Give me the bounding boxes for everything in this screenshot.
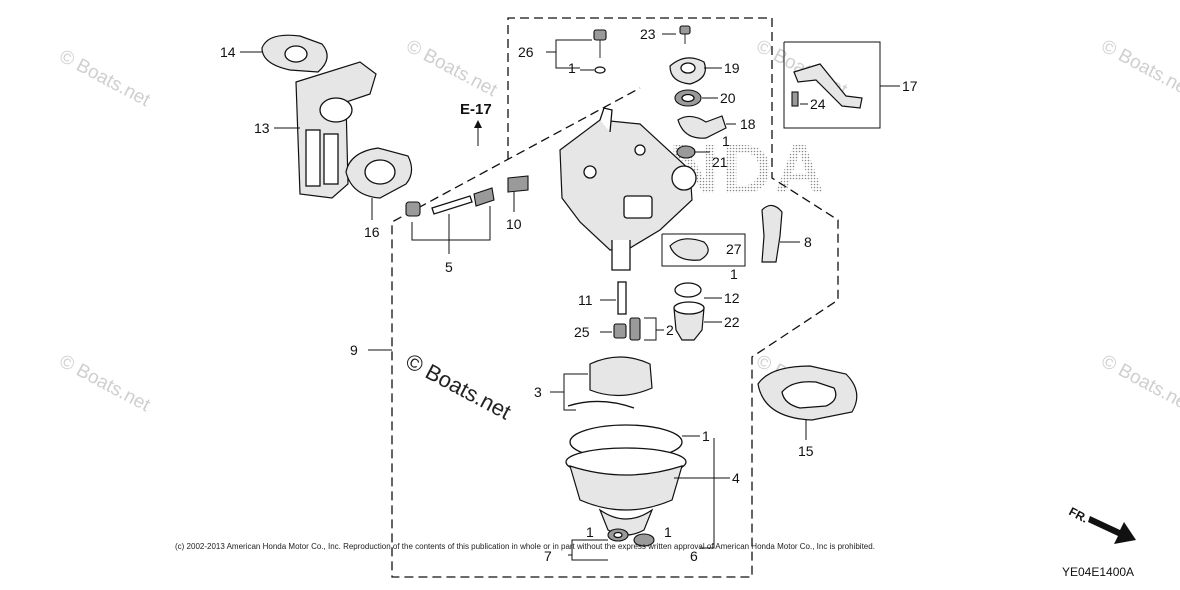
part-14-gasket: [261, 34, 328, 73]
watermark-top-center: © Boats.net: [403, 36, 501, 102]
callout-9[interactable]: 9: [350, 342, 358, 358]
part-21-nut: [676, 145, 696, 159]
callout-21[interactable]: 21: [712, 154, 728, 170]
part-26-screw: [593, 29, 607, 74]
callout-3[interactable]: 3: [534, 384, 542, 400]
part-12-oring: [674, 282, 702, 298]
part-15-gasket: [757, 365, 858, 421]
callout-18[interactable]: 18: [740, 116, 756, 132]
copyright-notice: (c) 2002-2013 American Honda Motor Co., …: [175, 542, 875, 551]
callout-22[interactable]: 22: [724, 314, 740, 330]
part-16-gasket: [345, 147, 413, 199]
callout-1-bottom-right[interactable]: 1: [664, 524, 672, 540]
section-ref-label: E-17: [460, 101, 492, 118]
part-25-2-jets: [613, 317, 641, 341]
front-arrow-icon: [1088, 516, 1136, 544]
watermark-mid-left: © Boats.net: [56, 351, 154, 417]
callout-13[interactable]: 13: [254, 120, 270, 136]
callout-19[interactable]: 19: [724, 60, 740, 76]
callout-6[interactable]: 6: [690, 548, 698, 564]
callout-1-chamber[interactable]: 1: [702, 428, 710, 444]
part-7-drain: [607, 528, 629, 542]
part-4-float-chamber: [565, 424, 687, 536]
callout-20[interactable]: 20: [720, 90, 736, 106]
part-5-pilot-screw-set: [405, 187, 495, 254]
front-arrow: FR.: [1067, 504, 1136, 544]
callout-1-top[interactable]: 1: [568, 60, 576, 76]
callout-1-bottom-left[interactable]: 1: [586, 524, 594, 540]
callout-25[interactable]: 25: [574, 324, 590, 340]
part-22-valve: [673, 301, 705, 341]
front-arrow-label: FR.: [1067, 504, 1091, 525]
callout-24[interactable]: 24: [810, 96, 826, 112]
part-13-insulator: [295, 61, 377, 199]
part-3-float: [567, 356, 653, 409]
callout-numbers: 14 13 16 5 10 26 1 23 19 20 18 1 21 17 2…: [220, 26, 918, 564]
callout-12[interactable]: 12: [724, 290, 740, 306]
callout-17[interactable]: 17: [902, 78, 918, 94]
watermark-top-left: © Boats.net: [56, 46, 154, 112]
callout-1-mid[interactable]: 1: [722, 133, 730, 149]
watermark-main: © Boats.net: [402, 348, 516, 424]
diagram-code: YE04E1400A: [1062, 565, 1134, 579]
callout-4[interactable]: 4: [732, 470, 740, 486]
callout-14[interactable]: 14: [220, 44, 236, 60]
callout-2[interactable]: 2: [666, 322, 674, 338]
callout-27[interactable]: 27: [726, 241, 742, 257]
callout-11[interactable]: 11: [578, 292, 593, 308]
carburetor-body: [559, 107, 697, 271]
part-8-float: [761, 204, 783, 263]
callout-26[interactable]: 26: [518, 44, 534, 60]
part-19-cap: [669, 57, 706, 85]
callout-16[interactable]: 16: [364, 224, 380, 240]
part-10-screw: [507, 175, 529, 212]
part-20-seal: [674, 89, 702, 107]
callout-5[interactable]: 5: [445, 259, 453, 275]
callout-1-right[interactable]: 1: [730, 266, 738, 282]
callout-8[interactable]: 8: [804, 234, 812, 250]
part-17-choke-box: [783, 41, 881, 129]
part-23-screw: [679, 25, 691, 44]
part-27-plate-box: [661, 233, 746, 267]
callout-10[interactable]: 10: [506, 216, 522, 232]
callout-23[interactable]: 23: [640, 26, 656, 42]
part-11-jet: [617, 281, 627, 315]
watermark-far-right: © Boats.net: [1098, 351, 1180, 417]
callout-7[interactable]: 7: [544, 548, 552, 564]
part-18-lever: [677, 115, 727, 139]
callout-15[interactable]: 15: [798, 443, 814, 459]
leader-lines: [240, 33, 900, 561]
watermark-top-right: © Boats.net: [1098, 36, 1180, 102]
part-6-drain: [633, 533, 655, 547]
section-reference: E-17: [460, 101, 492, 146]
